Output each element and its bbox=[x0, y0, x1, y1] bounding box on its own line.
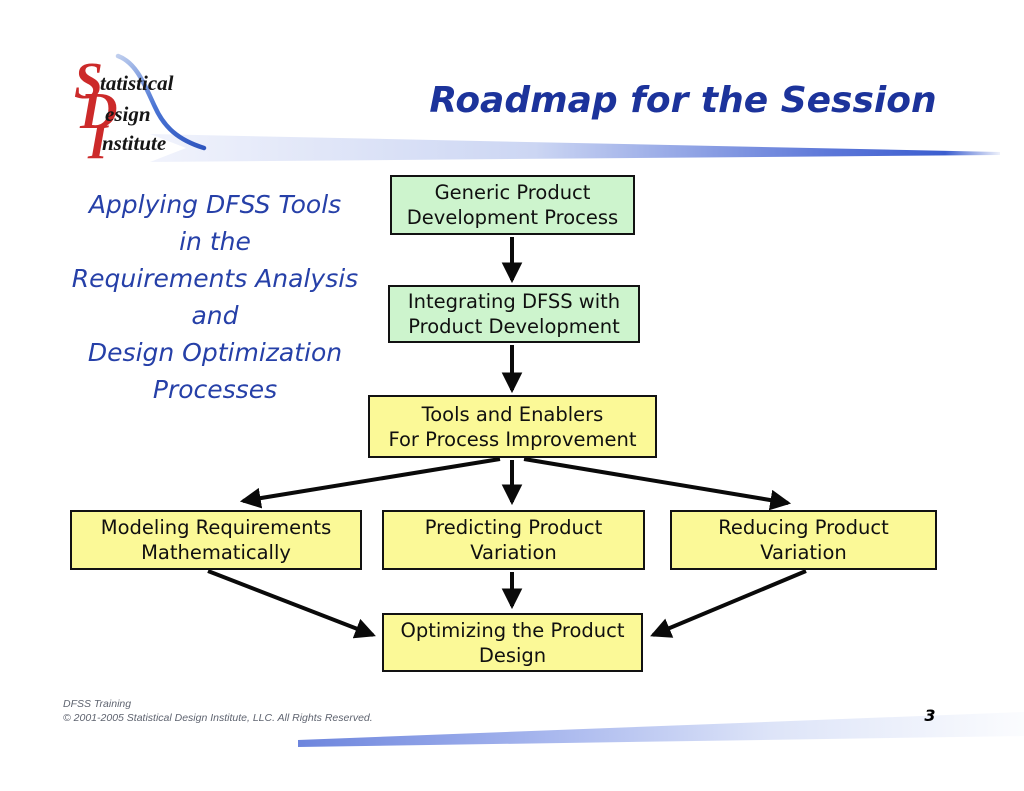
intro-line: and bbox=[191, 301, 239, 330]
intro-line: Processes bbox=[152, 375, 278, 404]
logo-letter-s: S bbox=[74, 53, 103, 110]
arrow-tools-to-reducing bbox=[523, 457, 792, 511]
flow-node-generic-product: Generic Product Development Process bbox=[390, 175, 635, 235]
footer-copyright: © 2001-2005 Statistical Design Institute… bbox=[63, 712, 373, 724]
intro-line: Design Optimization bbox=[87, 338, 343, 367]
logo-letter-d: D bbox=[80, 83, 118, 140]
logo-word-tatistical: tatistical bbox=[100, 71, 174, 95]
logo-word-nstitute: nstitute bbox=[102, 131, 167, 155]
footer-swoosh bbox=[298, 712, 1024, 747]
flow-node-modeling-requirements: Modeling Requirements Mathematically bbox=[70, 510, 362, 570]
footer: DFSS Training © 2001-2005 Statistical De… bbox=[63, 697, 373, 725]
intro-line: in the bbox=[179, 227, 251, 256]
flow-node-tools-enablers: Tools and Enablers For Process Improveme… bbox=[368, 395, 657, 458]
flow-node-predicting-variation: Predicting Product Variation bbox=[382, 510, 645, 570]
arrow-reducing-to-optimizing bbox=[650, 569, 807, 638]
flow-arrows bbox=[207, 237, 807, 639]
header-swoosh bbox=[150, 134, 1000, 162]
logo-letter-i: I bbox=[88, 113, 108, 169]
logo-word-esign: esign bbox=[105, 102, 151, 126]
arrow-tools-to-modeling bbox=[239, 457, 501, 509]
flow-node-reducing-variation: Reducing Product Variation bbox=[670, 510, 937, 570]
logo-swoosh bbox=[115, 53, 207, 151]
footer-course-name: DFSS Training bbox=[63, 698, 132, 710]
flow-node-optimizing-design: Optimizing the Product Design bbox=[382, 613, 643, 672]
slide-title: Roadmap for the Session bbox=[429, 80, 937, 121]
arrow-modeling-to-optimizing bbox=[207, 569, 376, 639]
flow-node-integrating-dfss: Integrating DFSS with Product Developmen… bbox=[388, 285, 640, 343]
intro-text: Applying DFSS Tools in the Requirements … bbox=[35, 186, 395, 408]
intro-line: Requirements Analysis bbox=[71, 264, 359, 293]
page-number: 3 bbox=[924, 706, 936, 725]
intro-line: Applying DFSS Tools bbox=[88, 190, 342, 219]
